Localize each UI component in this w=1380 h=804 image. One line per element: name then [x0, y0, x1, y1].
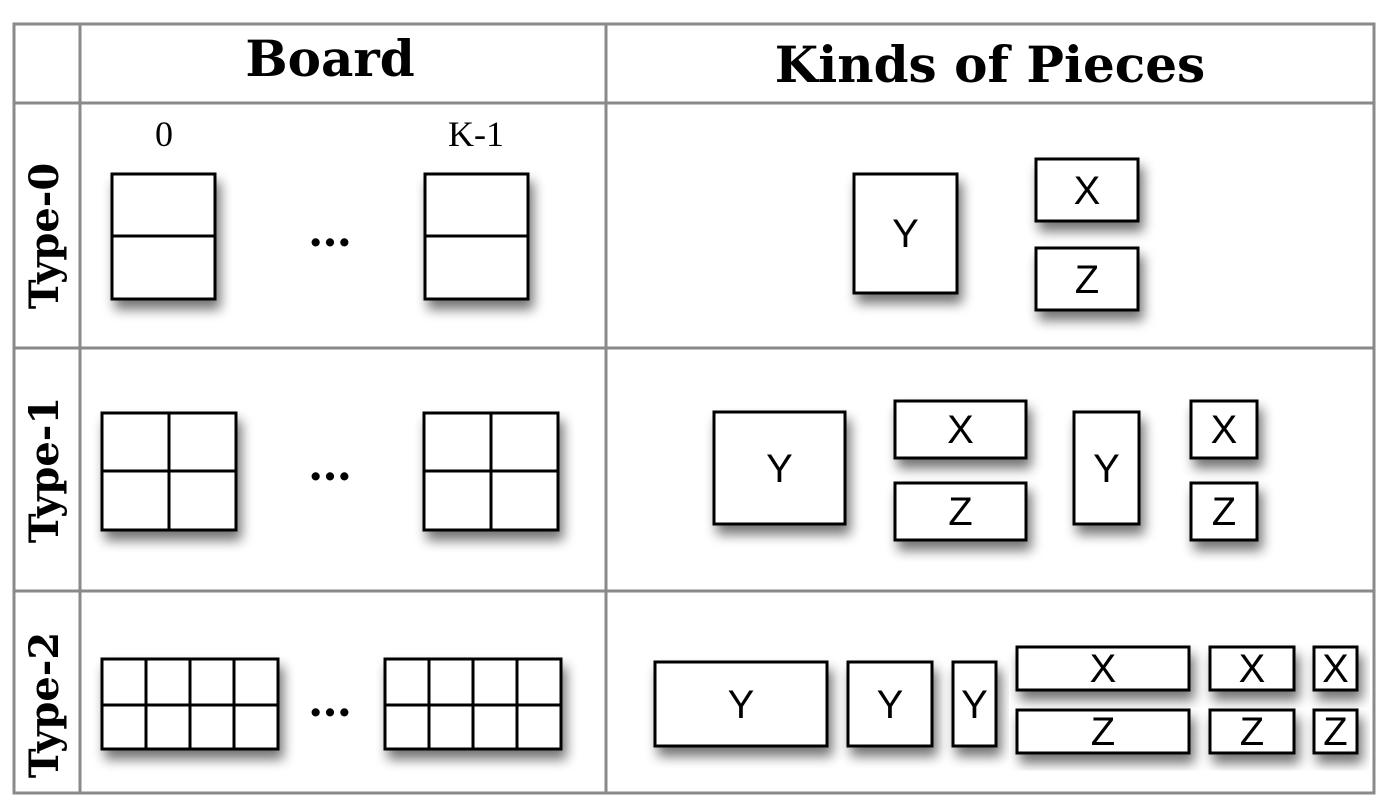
- svg-text:Z: Z: [1240, 710, 1264, 754]
- ellipsis-type-0: …: [308, 206, 352, 257]
- svg-text:Y: Y: [892, 212, 919, 256]
- piece-type-1-x-wide: X: [893, 399, 1028, 460]
- board-type-2-last: [383, 657, 563, 751]
- piece-type-2-y-medium: Y: [846, 660, 934, 748]
- board-index-first: 0: [155, 114, 173, 154]
- svg-text:Z: Z: [948, 490, 972, 534]
- piece-type-1-z-wide: Z: [893, 481, 1028, 542]
- svg-text:X: X: [947, 408, 974, 452]
- row-label-type-1: Type-1: [21, 397, 68, 543]
- row-label-type-0: Type-0: [21, 163, 68, 309]
- piece-type-1-y-narrow: Y: [1072, 410, 1141, 526]
- piece-type-1-x-small: X: [1189, 399, 1259, 460]
- piece-type-2-y-narrow: Y: [951, 660, 998, 748]
- ellipsis-type-1: …: [308, 440, 352, 491]
- row-label-type-2: Type-2: [21, 632, 68, 778]
- piece-type-0-x: X: [1034, 157, 1140, 223]
- board-type-0-last: [423, 172, 530, 301]
- board-type-1-last: [422, 411, 560, 532]
- svg-text:X: X: [1074, 169, 1101, 213]
- pieces-header: Kinds of Pieces: [775, 35, 1205, 94]
- board-type-0-first: [110, 172, 217, 301]
- svg-text:X: X: [1239, 647, 1266, 691]
- board-type-1-first: [100, 411, 238, 532]
- piece-type-2-y-wide: Y: [653, 660, 829, 748]
- svg-text:Y: Y: [877, 683, 904, 727]
- piece-type-1-z-small: Z: [1189, 481, 1259, 542]
- svg-text:Z: Z: [1212, 490, 1236, 534]
- svg-text:X: X: [1211, 408, 1238, 452]
- svg-text:Z: Z: [1091, 710, 1115, 754]
- svg-text:Y: Y: [766, 447, 793, 491]
- board-header: Board: [245, 29, 414, 88]
- piece-type-2-x-small: X: [1312, 645, 1359, 692]
- svg-text:X: X: [1322, 647, 1349, 691]
- svg-text:X: X: [1090, 647, 1117, 691]
- piece-type-2-z-medium: Z: [1208, 708, 1296, 755]
- svg-text:Y: Y: [728, 683, 755, 727]
- piece-type-0-y: Y: [852, 172, 959, 295]
- board-type-2-first: [100, 657, 280, 751]
- svg-text:Z: Z: [1075, 258, 1099, 302]
- svg-text:Y: Y: [1093, 447, 1120, 491]
- piece-type-1-y-large: Y: [712, 410, 847, 526]
- table-grid: [12, 22, 1376, 795]
- board-index-last: K-1: [448, 114, 504, 154]
- piece-type-2-x-wide: X: [1015, 645, 1191, 692]
- svg-text:Z: Z: [1323, 710, 1347, 754]
- piece-type-0-z: Z: [1034, 246, 1140, 312]
- piece-type-2-z-wide: Z: [1015, 708, 1191, 755]
- svg-text:Y: Y: [961, 683, 988, 727]
- piece-type-2-z-small: Z: [1312, 708, 1359, 755]
- ellipsis-type-2: …: [308, 676, 352, 727]
- piece-type-2-x-medium: X: [1208, 645, 1296, 692]
